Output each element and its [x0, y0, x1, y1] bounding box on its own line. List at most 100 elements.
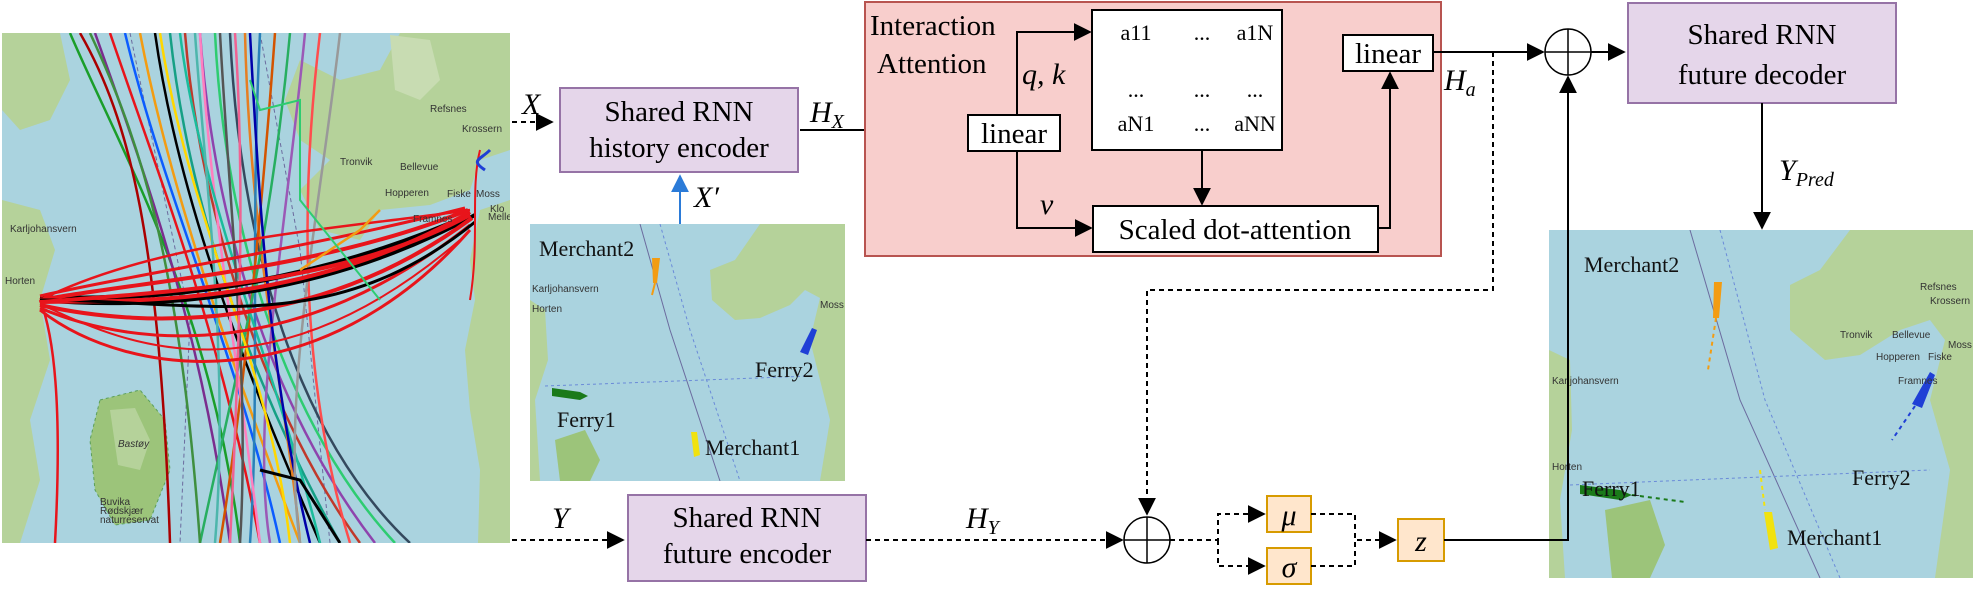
right-lane-2 — [1719, 230, 1841, 578]
future-encoder-node: Shared RNN future encoder — [627, 494, 867, 582]
right-map-label-karljohansvern: Karljohansvern — [1552, 376, 1619, 387]
map-label-hopperen: Hopperen — [385, 188, 429, 199]
small-map-label-karljohansvern: Karljohansvern — [532, 284, 599, 295]
interaction-title-2: Attention — [877, 48, 987, 80]
scaled-dot-attention-label: Scaled dot-attention — [1119, 214, 1352, 246]
z-to-upper-sum — [1444, 75, 1577, 541]
future-decoder-line-2: future decoder — [1678, 59, 1847, 91]
label-qk: q, k — [1022, 58, 1066, 91]
shipping-lane-1 — [129, 33, 191, 543]
small-label-ferry2: Ferry2 — [755, 357, 814, 382]
scaled-dot-attention-box — [1092, 205, 1379, 253]
future-decoder-node: Shared RNN future decoder — [1627, 2, 1897, 104]
history-encoder-line-1: Shared RNN — [604, 96, 753, 128]
small-map-label-moss: Moss — [820, 300, 844, 311]
z-node: z — [1397, 518, 1445, 562]
right-merchant1-ship — [1764, 512, 1778, 550]
right-east-land — [1790, 230, 1973, 578]
future-encoder-line-2: future encoder — [663, 538, 832, 570]
sigma-node: σ — [1266, 547, 1312, 585]
qk-edge — [1016, 23, 1092, 115]
z-label: z — [1414, 525, 1427, 558]
right-west-land — [1549, 350, 1572, 578]
symbol-x-prime: X′ — [693, 181, 719, 214]
matrix-cell-1-2: ... — [1247, 77, 1264, 102]
shipping-lane-2 — [259, 33, 331, 543]
prediction-map: Merchant2 Ferry2 Ferry1 Merchant1 Horten… — [1549, 230, 1973, 578]
mu-node: μ — [1266, 495, 1312, 533]
label-v: v — [1040, 188, 1054, 221]
right-label-merchant2: Merchant2 — [1584, 252, 1679, 277]
matrix-cell-1-1: ... — [1194, 77, 1211, 102]
matrix-cell-2-1: ... — [1194, 111, 1211, 136]
interaction-title-1: Interaction — [870, 10, 996, 42]
future-decoder-line-1: Shared RNN — [1687, 19, 1836, 51]
right-ferry1-prediction — [1631, 494, 1686, 503]
lower-sum-node — [1123, 516, 1171, 564]
small-ferry2-ship — [800, 328, 817, 355]
right-map-label-krossern: Krossern — [1930, 296, 1970, 307]
ferry-trajectories — [38, 79, 481, 543]
small-merchant2-tail — [651, 282, 656, 296]
symbol-y: Y — [552, 502, 572, 535]
small-merchant2-ship — [652, 258, 660, 283]
small-island — [555, 430, 600, 481]
right-map-label-framnes: Framnes — [1898, 376, 1937, 387]
matrix-cell-0-2: a1N — [1237, 20, 1274, 45]
symbol-hy: HY — [965, 502, 1001, 539]
map-label-refsnes: Refsnes — [430, 104, 467, 115]
sum-to-sigma — [1217, 540, 1266, 575]
bastoy-island-small — [110, 408, 150, 470]
map-label-fiske: Fiske — [447, 189, 471, 200]
linear-out-box — [1342, 34, 1434, 72]
map-label-reserve-1: Buvika — [100, 497, 130, 508]
small-label-ferry1: Ferry1 — [557, 407, 616, 432]
right-label-ferry2: Ferry2 — [1852, 465, 1911, 490]
right-map-label-hopperen: Hopperen — [1876, 352, 1920, 363]
right-map-label-bellevue: Bellevue — [1892, 330, 1931, 341]
future-encoder-line-1: Shared RNN — [672, 502, 821, 534]
history-encoder-node: Shared RNN history encoder — [559, 87, 799, 173]
history-encoder-line-2: history encoder — [589, 132, 769, 164]
small-ferry1-ship — [552, 388, 588, 400]
right-merchant2-ship — [1713, 282, 1722, 318]
symbol-hx: HX — [809, 96, 845, 133]
west-land — [2, 200, 55, 543]
attention-to-linear-edge — [1378, 71, 1399, 229]
small-lane-1 — [639, 224, 721, 481]
linear-in-box — [967, 114, 1061, 152]
small-label-merchant2: Merchant2 — [539, 236, 634, 261]
ha-to-lower-sum — [1138, 52, 1494, 516]
small-west-land — [530, 300, 548, 481]
right-label-ferry1: Ferry1 — [1582, 476, 1641, 501]
right-map-label-tronvik: Tronvik — [1840, 330, 1873, 341]
matrix-cell-0-0: a11 — [1121, 20, 1152, 45]
right-ferry2-ship — [1912, 372, 1935, 408]
sigma-label: σ — [1282, 551, 1298, 584]
map-label-bellevue: Bellevue — [400, 162, 439, 173]
east-island — [390, 35, 440, 100]
map-label-tronvik: Tronvik — [340, 157, 373, 168]
symbol-ha: Ha — [1443, 64, 1476, 101]
small-east-land — [710, 224, 845, 481]
east-land — [285, 33, 510, 240]
small-label-merchant1: Merchant1 — [705, 435, 800, 460]
scene-map-small: Merchant2 Ferry2 Ferry1 Merchant1 Horten… — [530, 224, 845, 481]
right-merchant2-prediction — [1707, 317, 1717, 371]
interaction-attention-block: Interaction Attention linear a11 ... a1N… — [864, 1, 1442, 257]
right-label-merchant1: Merchant1 — [1787, 525, 1882, 550]
right-ferry2-prediction — [1891, 405, 1916, 441]
right-ferry1-ship — [1580, 485, 1632, 500]
sum-to-mu — [1170, 505, 1266, 541]
symbol-x: X — [521, 88, 542, 121]
moss-ferry-trace — [475, 148, 492, 172]
north-west-land — [2, 33, 70, 130]
small-map-label-horten: Horten — [532, 304, 562, 315]
v-edge — [1016, 151, 1093, 237]
right-merchant1-history — [1759, 469, 1766, 511]
matrix-cell-2-0: aN1 — [1118, 111, 1155, 136]
upper-sum-node — [1544, 28, 1592, 76]
attention-matrix — [1091, 9, 1283, 151]
trajectory-map: Horten Karljohansvern Tronvik Bellevue H… — [2, 33, 510, 543]
